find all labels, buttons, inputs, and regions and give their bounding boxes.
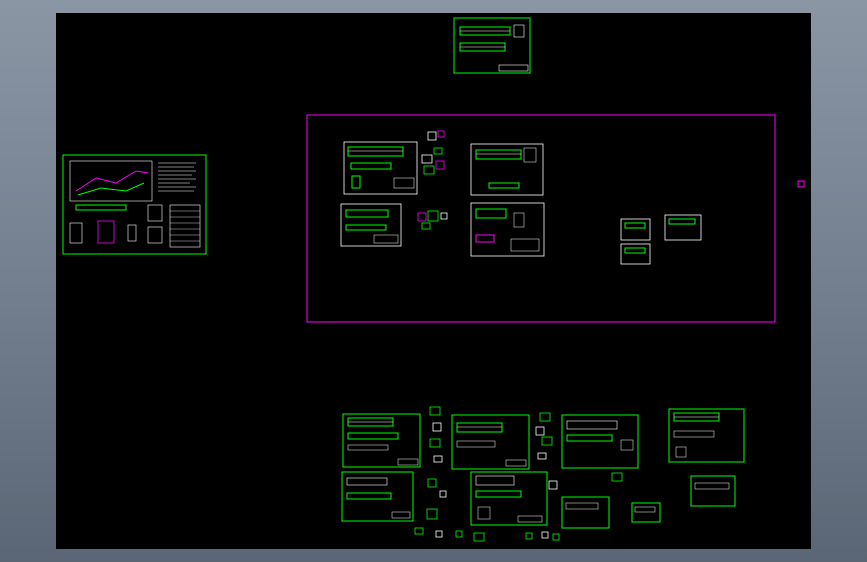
drawing-sheet-bottom-4[interactable]: [668, 408, 745, 463]
layout-window-frame[interactable]: [306, 114, 776, 323]
cad-model-viewport[interactable]: [56, 13, 811, 549]
drawing-sheet-bottom-3[interactable]: [561, 414, 639, 469]
drawing-sheet-elevation-a[interactable]: [343, 141, 418, 195]
drawing-sheet-section-b[interactable]: [470, 202, 545, 257]
drawing-sheet-section-a[interactable]: [340, 203, 402, 247]
drawing-sheet-elevation-b[interactable]: [470, 143, 544, 196]
detail-snippets-window: [417, 130, 448, 230]
drawing-sheet-bottom-5[interactable]: [341, 471, 414, 522]
drawing-sheet-bottom-8[interactable]: [631, 502, 661, 523]
drawing-sheet-bottom-9[interactable]: [690, 475, 736, 507]
drawing-sheet-bottom-1[interactable]: [342, 413, 421, 468]
drawing-sheet-site-plan[interactable]: [62, 154, 207, 255]
detail-snippets-bottom: [414, 406, 623, 542]
stray-marker: [797, 180, 805, 188]
drawing-sheet-small-2[interactable]: [620, 243, 651, 265]
drawing-sheet-bottom-6[interactable]: [470, 471, 548, 526]
drawing-canvas: [62, 17, 805, 542]
drawing-sheet-bottom-2[interactable]: [451, 414, 530, 470]
drawing-sheet-small-3[interactable]: [664, 214, 702, 241]
drawing-sheet-small-1[interactable]: [620, 218, 651, 241]
drawing-sheet-top[interactable]: [453, 17, 531, 74]
drawing-sheet-bottom-7[interactable]: [561, 496, 610, 529]
